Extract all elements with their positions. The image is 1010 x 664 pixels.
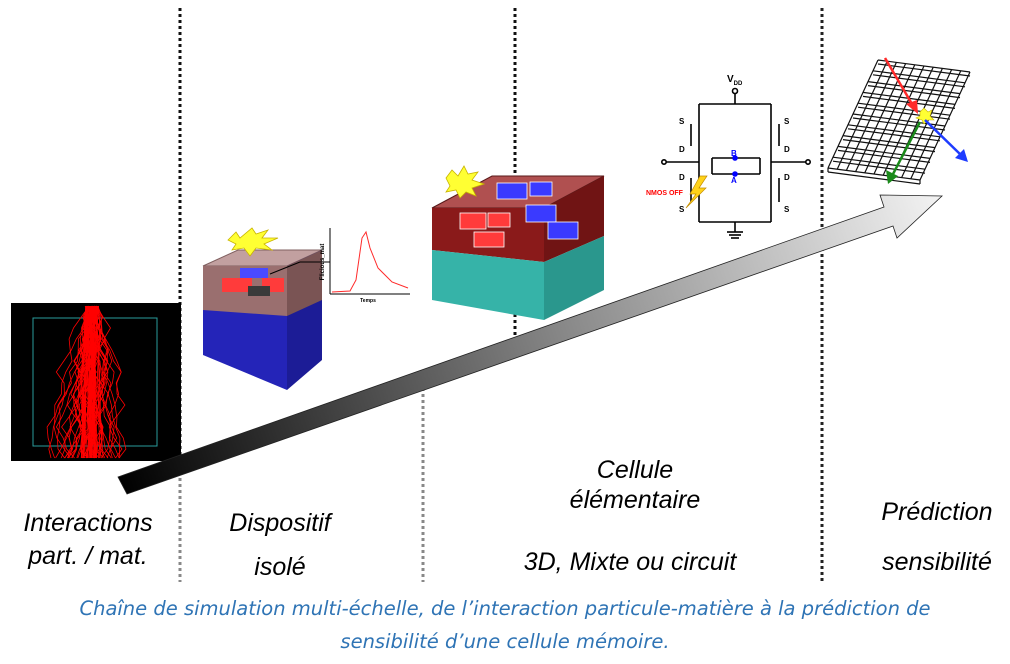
svg-text:D: D: [679, 173, 685, 182]
memory-cell-model: [431, 165, 605, 320]
circuit-labels: VDD S S D D D D S S B A NMOS OFF: [646, 74, 790, 214]
svg-text:S: S: [784, 205, 790, 214]
impact-star-icon: [227, 227, 279, 257]
stage-label-device: Dispositif isolé: [229, 509, 331, 582]
caption-line-2: sensibilité d’une cellule mémoire.: [340, 630, 670, 653]
stage-label-cell: Cellule élémentaire: [569, 456, 701, 515]
impact-star-icon: [915, 107, 935, 125]
lightning-icon: [685, 175, 708, 209]
plot-y-label: Flicious_mat: [320, 244, 326, 281]
svg-text:NMOS OFF: NMOS OFF: [646, 190, 684, 197]
stage-sublabel-cell: 3D, Mixte ou circuit: [523, 548, 737, 576]
svg-text:S: S: [784, 117, 790, 126]
memory-array-grid: [827, 57, 971, 185]
current-pulse-plot: Flicious_mat Temps: [320, 228, 410, 304]
svg-text:D: D: [679, 145, 685, 154]
svg-text:B: B: [731, 149, 737, 158]
stage-label-prediction: Prédiction sensibilité: [881, 498, 993, 577]
isolated-device-model: [202, 227, 330, 390]
svg-text:A: A: [731, 176, 737, 185]
particle-track-image: [11, 303, 181, 461]
progression-arrow: [117, 194, 943, 495]
cmos-circuit-schematic: [660, 87, 811, 239]
svg-text:S: S: [679, 205, 685, 214]
svg-text:VDD: VDD: [727, 74, 743, 87]
stage-label-interactions: Interactions part. / mat.: [23, 509, 153, 571]
plot-x-label: Temps: [360, 298, 376, 304]
impact-star-icon: [445, 165, 486, 199]
figure-caption: Chaîne de simulation multi-échelle, de l…: [0, 592, 1010, 658]
caption-line-1: Chaîne de simulation multi-échelle, de l…: [79, 597, 931, 620]
svg-text:D: D: [784, 173, 790, 182]
svg-text:S: S: [679, 117, 685, 126]
svg-text:D: D: [784, 145, 790, 154]
